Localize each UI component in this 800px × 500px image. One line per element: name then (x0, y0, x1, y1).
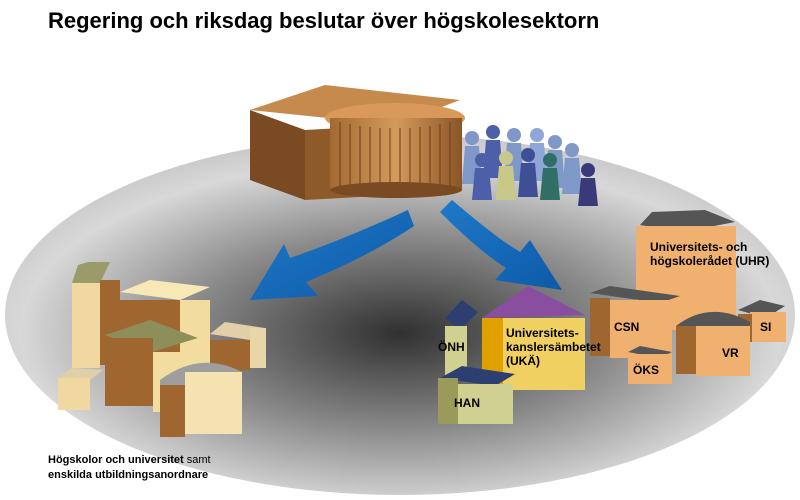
label-csn: CSN (614, 320, 640, 334)
label-han: HAN (454, 396, 480, 410)
label-uhr-line2: högskolerådet (UHR) (650, 254, 770, 268)
label-uhr-line1: Universitets- och (650, 240, 748, 254)
universities-label-bold: Högskolor och universitet (48, 454, 184, 466)
university-buildings-icon (58, 262, 266, 437)
label-uka-line2: kanslersämbetet (506, 340, 601, 354)
universities-label: Högskolor och universitet samt enskilda … (48, 453, 211, 483)
label-onh: ÖNH (438, 340, 465, 354)
universities-label-line2: enskilda utbildningsanordnare (48, 469, 209, 481)
arrow-to-universities (250, 210, 414, 300)
arrow-to-agencies (440, 200, 562, 290)
label-uka: Universitets- kanslersämbetet (UKÄ) (506, 326, 601, 368)
label-si: SI (760, 320, 772, 334)
label-uka-line3: (UKÄ) (506, 354, 540, 368)
page-title: Regering och riksdag beslutar över högsk… (48, 8, 600, 33)
label-vr: VR (722, 346, 739, 360)
label-oks: ÖKS (633, 363, 660, 377)
universities-label-rest: samt (183, 454, 211, 466)
agency-buildings-icon (438, 210, 786, 424)
label-uka-line1: Universitets- (506, 326, 579, 340)
parliament-building-icon (250, 85, 465, 200)
people-group-icon (462, 125, 598, 206)
label-uhr: Universitets- och högskolerådet (UHR) (650, 240, 769, 268)
